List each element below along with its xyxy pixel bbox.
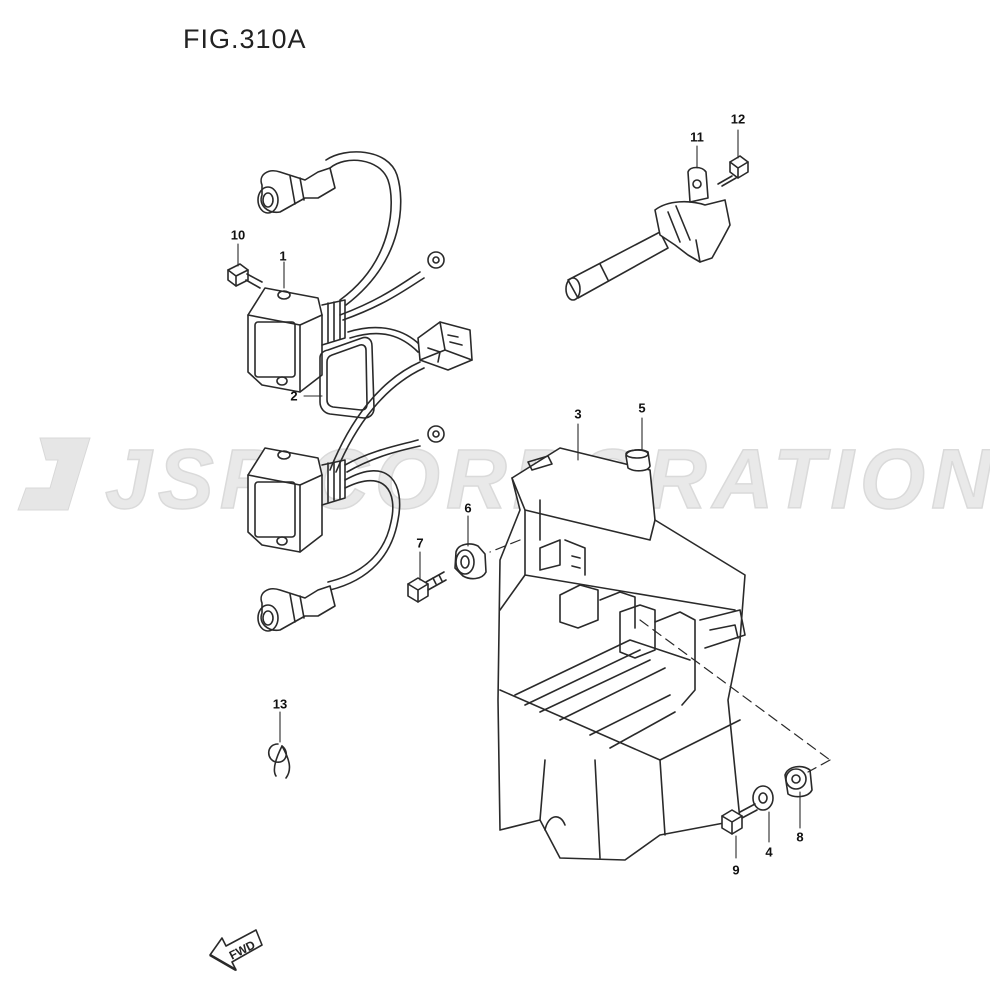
callout-3[interactable]: 3	[574, 406, 582, 422]
callout-11[interactable]: 11	[690, 129, 704, 145]
callout-13[interactable]: 13	[272, 696, 288, 712]
callout-2[interactable]: 2	[290, 388, 298, 404]
callout-1[interactable]: 1	[279, 248, 287, 264]
bolt-9[interactable]	[721, 803, 758, 835]
wire-harness-lower	[257, 425, 445, 632]
callout-7[interactable]: 7	[416, 535, 424, 551]
callout-10[interactable]: 10	[230, 227, 246, 243]
callout-4[interactable]: 4	[765, 844, 773, 860]
linking-wire-2	[335, 367, 425, 473]
callout-9[interactable]: 9	[732, 862, 740, 878]
washer-4[interactable]	[752, 785, 774, 811]
bolt-10[interactable]	[227, 263, 263, 289]
callout-8[interactable]: 8	[796, 829, 804, 845]
rectifier-module-upper[interactable]	[247, 287, 346, 393]
wire-harness-upper	[257, 151, 473, 371]
callout-12[interactable]: 12	[730, 111, 746, 127]
watermark-j-mark	[17, 437, 91, 511]
assembly-guides	[489, 539, 831, 773]
grommet-5[interactable]	[625, 449, 651, 472]
clip-13[interactable]	[267, 743, 291, 779]
linking-wire	[329, 361, 421, 471]
bolt-7[interactable]	[407, 571, 447, 603]
ignition-coil[interactable]	[565, 166, 731, 301]
callout-5[interactable]: 5	[638, 400, 646, 416]
bolt-12[interactable]	[717, 155, 749, 187]
rectifier-module-lower[interactable]	[247, 447, 346, 553]
leader-lines	[237, 129, 801, 859]
electrical-box-bracket[interactable]	[497, 447, 746, 861]
figure-title: FIG.310A	[183, 24, 307, 54]
callout-6[interactable]: 6	[464, 500, 472, 516]
grommet-6[interactable]	[454, 543, 487, 580]
gasket[interactable]	[319, 336, 375, 419]
fwd-badge: FWD	[209, 929, 263, 972]
grommet-8[interactable]	[784, 765, 813, 798]
